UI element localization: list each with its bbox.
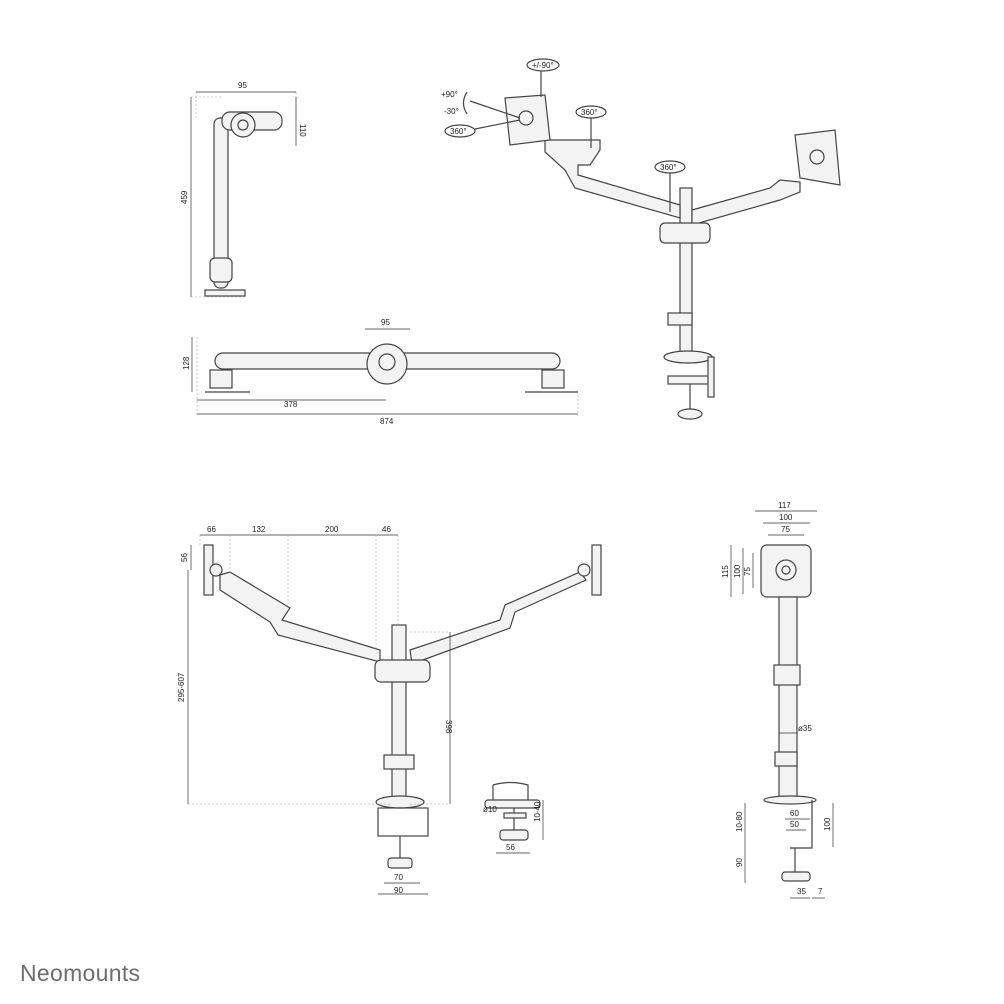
joint-hub [237,119,249,131]
desk-section [492,781,529,800]
left-vesa-plate [504,94,551,146]
dim-398: 398 [444,720,453,734]
dim-95: 95 [381,318,390,327]
clamp-frame [377,807,429,837]
dim-200: 200 [325,525,339,534]
dim-56: 56 [506,843,515,852]
cable-clip [383,754,415,770]
dim-35: 35 [797,887,806,896]
iso-view: +/-90° +90° -30° 360° 360° 360° [441,58,841,420]
dim-100-clamp: 100 [823,817,832,831]
tilt-arrow-icon [462,91,468,115]
clamp-side [707,356,715,398]
dim-128: 128 [182,356,191,370]
label-joint-2: 360° [660,163,677,172]
dim-thickness: 10-40 [533,801,542,822]
left-arm [544,139,681,219]
dim-115: 115 [721,565,730,578]
arm-hub [374,659,431,683]
clamp [209,257,233,283]
dim-75-v: 75 [743,567,752,576]
tilt-joint [230,112,256,138]
dim-75: 75 [781,525,790,534]
right-plate [591,544,602,596]
arm-hub [659,222,711,244]
dim-295-607: 295-607 [177,672,186,702]
pole-collar [773,664,801,686]
pole [679,187,693,359]
brand-logo: Neomounts [20,960,141,986]
label-rotation: 360° [450,127,467,136]
dim-100: 100 [779,513,793,522]
clamp-bottom [667,375,711,385]
right-vesa-plate [794,129,841,186]
pole-cap [378,353,396,371]
dim-10-80: 10-80 [735,811,744,832]
side-view: 95 110 459 [180,81,307,298]
pole [391,624,407,801]
label-joint-1: 360° [581,108,598,117]
clamp-top [663,350,713,364]
dim-378: 378 [284,400,298,409]
vesa-plate [760,544,812,598]
clamp-top [375,795,425,809]
left-arm [219,571,381,663]
dim-95: 95 [238,81,247,90]
label-tilt-up: +90° [441,90,458,99]
rotation-badge [444,124,476,138]
dim-50: 50 [790,820,799,829]
dim-132: 132 [252,525,266,534]
left-tilt-joint [209,563,223,577]
dim-bolt: ø10 [483,805,497,814]
right-arm [691,179,801,226]
dim-60: 60 [790,809,799,818]
base [204,289,246,297]
cable-clip [667,312,693,326]
plate-hub [775,559,797,581]
grommet-knob [499,829,529,841]
dim-66: 66 [207,525,216,534]
right-head [541,369,565,389]
profile-view: 117 100 75 115 100 75 ø35 60 50 10-80 90… [721,501,834,899]
dim-459: 459 [180,190,189,204]
label-swivel: +/-90° [532,61,554,70]
clamp-top [763,795,817,805]
clamp-knob [387,857,413,869]
pole [213,117,229,289]
pole [778,596,798,803]
plate-center [781,565,791,575]
center-pole [366,343,408,385]
dim-874: 874 [380,417,394,426]
dim-56: 56 [180,553,189,562]
dim-70: 70 [394,873,403,882]
front-view: 66 132 200 46 56 295-607 398 70 90 [177,525,602,895]
dim-90: 90 [735,858,744,867]
swivel-badge [526,58,560,72]
top-view: 95 128 378 874 [182,318,579,426]
dim-7: 7 [818,887,823,896]
right-arm [409,571,587,665]
plate-hub [809,149,825,165]
dim-100-v: 100 [733,564,742,578]
dim-pole-diameter: ø35 [798,724,812,733]
right-tilt-joint [577,563,591,577]
left-head [209,369,233,389]
dim-46: 46 [382,525,391,534]
label-tilt-down: -30° [444,107,459,116]
washer [503,812,527,819]
grommet-plate [484,799,541,809]
clamp-body [790,800,813,849]
cable-clip [774,751,798,767]
clamp-knob [677,408,703,420]
dim-117: 117 [778,501,791,510]
dim-90: 90 [394,886,403,895]
grommet-detail: ø10 10-40 56 [483,781,544,854]
dim-110: 110 [298,124,307,137]
clamp-knob [781,871,811,882]
